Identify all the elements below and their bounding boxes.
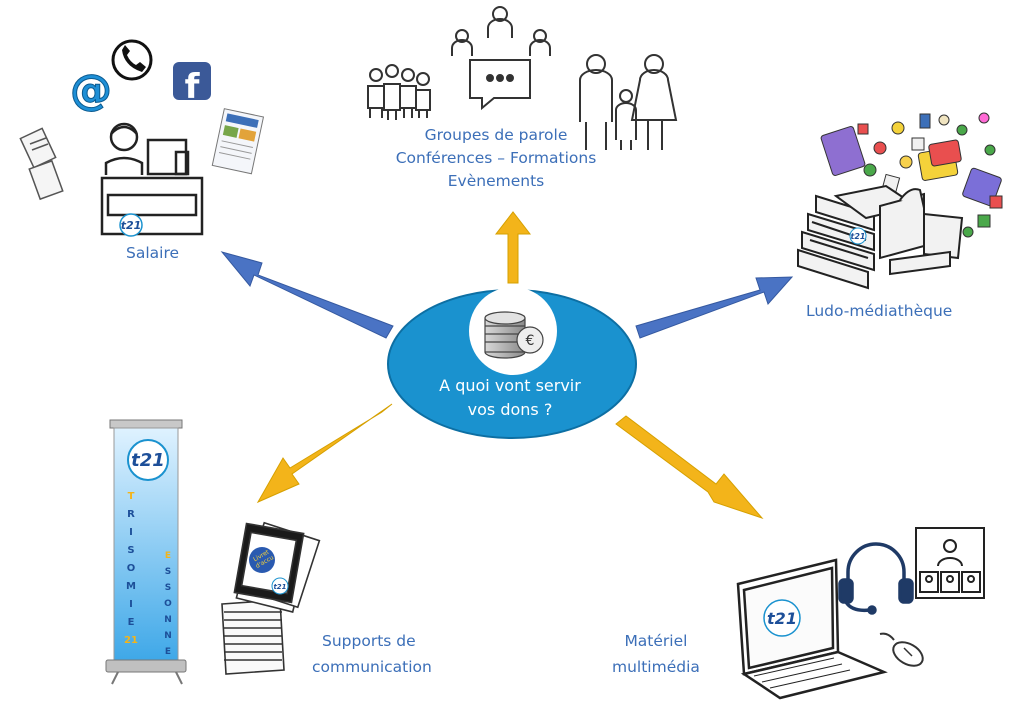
- svg-text:t21: t21: [131, 450, 165, 471]
- svg-text:t21: t21: [767, 609, 797, 628]
- laptop-icon: t21: [736, 558, 888, 700]
- banner-letter: 21: [124, 635, 138, 646]
- phone-icon: [111, 39, 153, 81]
- mouse-icon: [879, 632, 924, 667]
- receptionist-icon: [100, 122, 204, 236]
- at-sign-icon: @: [70, 65, 113, 115]
- events-line-1: Groupes de parole: [424, 126, 568, 144]
- communication-line-1: Supports de: [322, 632, 416, 650]
- facebook-icon: f: [173, 62, 211, 107]
- center-question: A quoi vont servir vos dons ?: [420, 374, 600, 422]
- banner-letter: N: [164, 615, 172, 625]
- books-icon: [797, 184, 964, 290]
- banner-letter: I: [129, 527, 133, 538]
- events-label: Groupes de parole Conférences – Formatio…: [376, 124, 616, 193]
- arrow-to-events: [494, 211, 532, 284]
- paper-stack-icon: t21: [221, 521, 321, 675]
- banner-letter: E: [164, 551, 172, 561]
- communication-line-2: communication: [312, 658, 432, 676]
- multimedia-line-2: multimédia: [612, 658, 700, 676]
- documents-icon: [19, 127, 64, 201]
- svg-text:t21: t21: [121, 219, 142, 232]
- arrow-to-multimedia: [615, 415, 764, 520]
- arrow-to-library: [635, 276, 794, 339]
- center-line-2: vos dons ?: [467, 400, 553, 419]
- games-icon: [820, 112, 1003, 238]
- svg-text:@: @: [70, 65, 112, 114]
- banner-letter: S: [127, 545, 135, 556]
- speech-bubble-icon: [451, 6, 551, 111]
- banner-letter: R: [127, 509, 135, 520]
- communication-label: Supports de communication: [312, 628, 432, 680]
- library-label: Ludo-médiathèque: [806, 302, 953, 320]
- rollup-banner-icon: t21: [105, 419, 187, 685]
- headset-icon: [838, 542, 914, 615]
- banner-letter: M: [126, 581, 136, 592]
- banner-letter: E: [164, 647, 172, 657]
- salary-label: Salaire: [126, 244, 180, 262]
- events-line-2: Conférences – Formations: [395, 149, 597, 167]
- svg-text:f: f: [185, 67, 201, 107]
- events-line-3: Evènements: [447, 172, 545, 190]
- newsletter-icon: [211, 108, 265, 175]
- svg-text:t21: t21: [273, 583, 286, 591]
- banner-letter: O: [164, 599, 172, 609]
- svg-text:€: €: [526, 333, 535, 349]
- coins-stack: €: [484, 311, 544, 359]
- center-line-1: A quoi vont servir: [439, 376, 581, 395]
- arrow-to-salary: [220, 251, 394, 339]
- banner-letter: T: [127, 491, 135, 502]
- banner-letter: I: [129, 599, 133, 610]
- svg-text:t21: t21: [851, 232, 866, 241]
- video-call-icon: [915, 527, 985, 599]
- banner-letter: S: [164, 583, 172, 593]
- arrow-to-communication: [256, 403, 393, 504]
- t21-logo-desk: t21: [119, 213, 143, 237]
- multimedia-line-1: Matériel: [624, 632, 688, 650]
- family-icon: [579, 54, 678, 150]
- t21-logo-books: t21: [849, 227, 867, 245]
- banner-letter: E: [127, 617, 135, 628]
- banner-letter: N: [164, 631, 172, 641]
- group-icon: [367, 64, 431, 120]
- banner-letter: O: [126, 563, 136, 574]
- multimedia-label: Matériel multimédia: [612, 628, 700, 680]
- banner-letter: S: [164, 567, 172, 577]
